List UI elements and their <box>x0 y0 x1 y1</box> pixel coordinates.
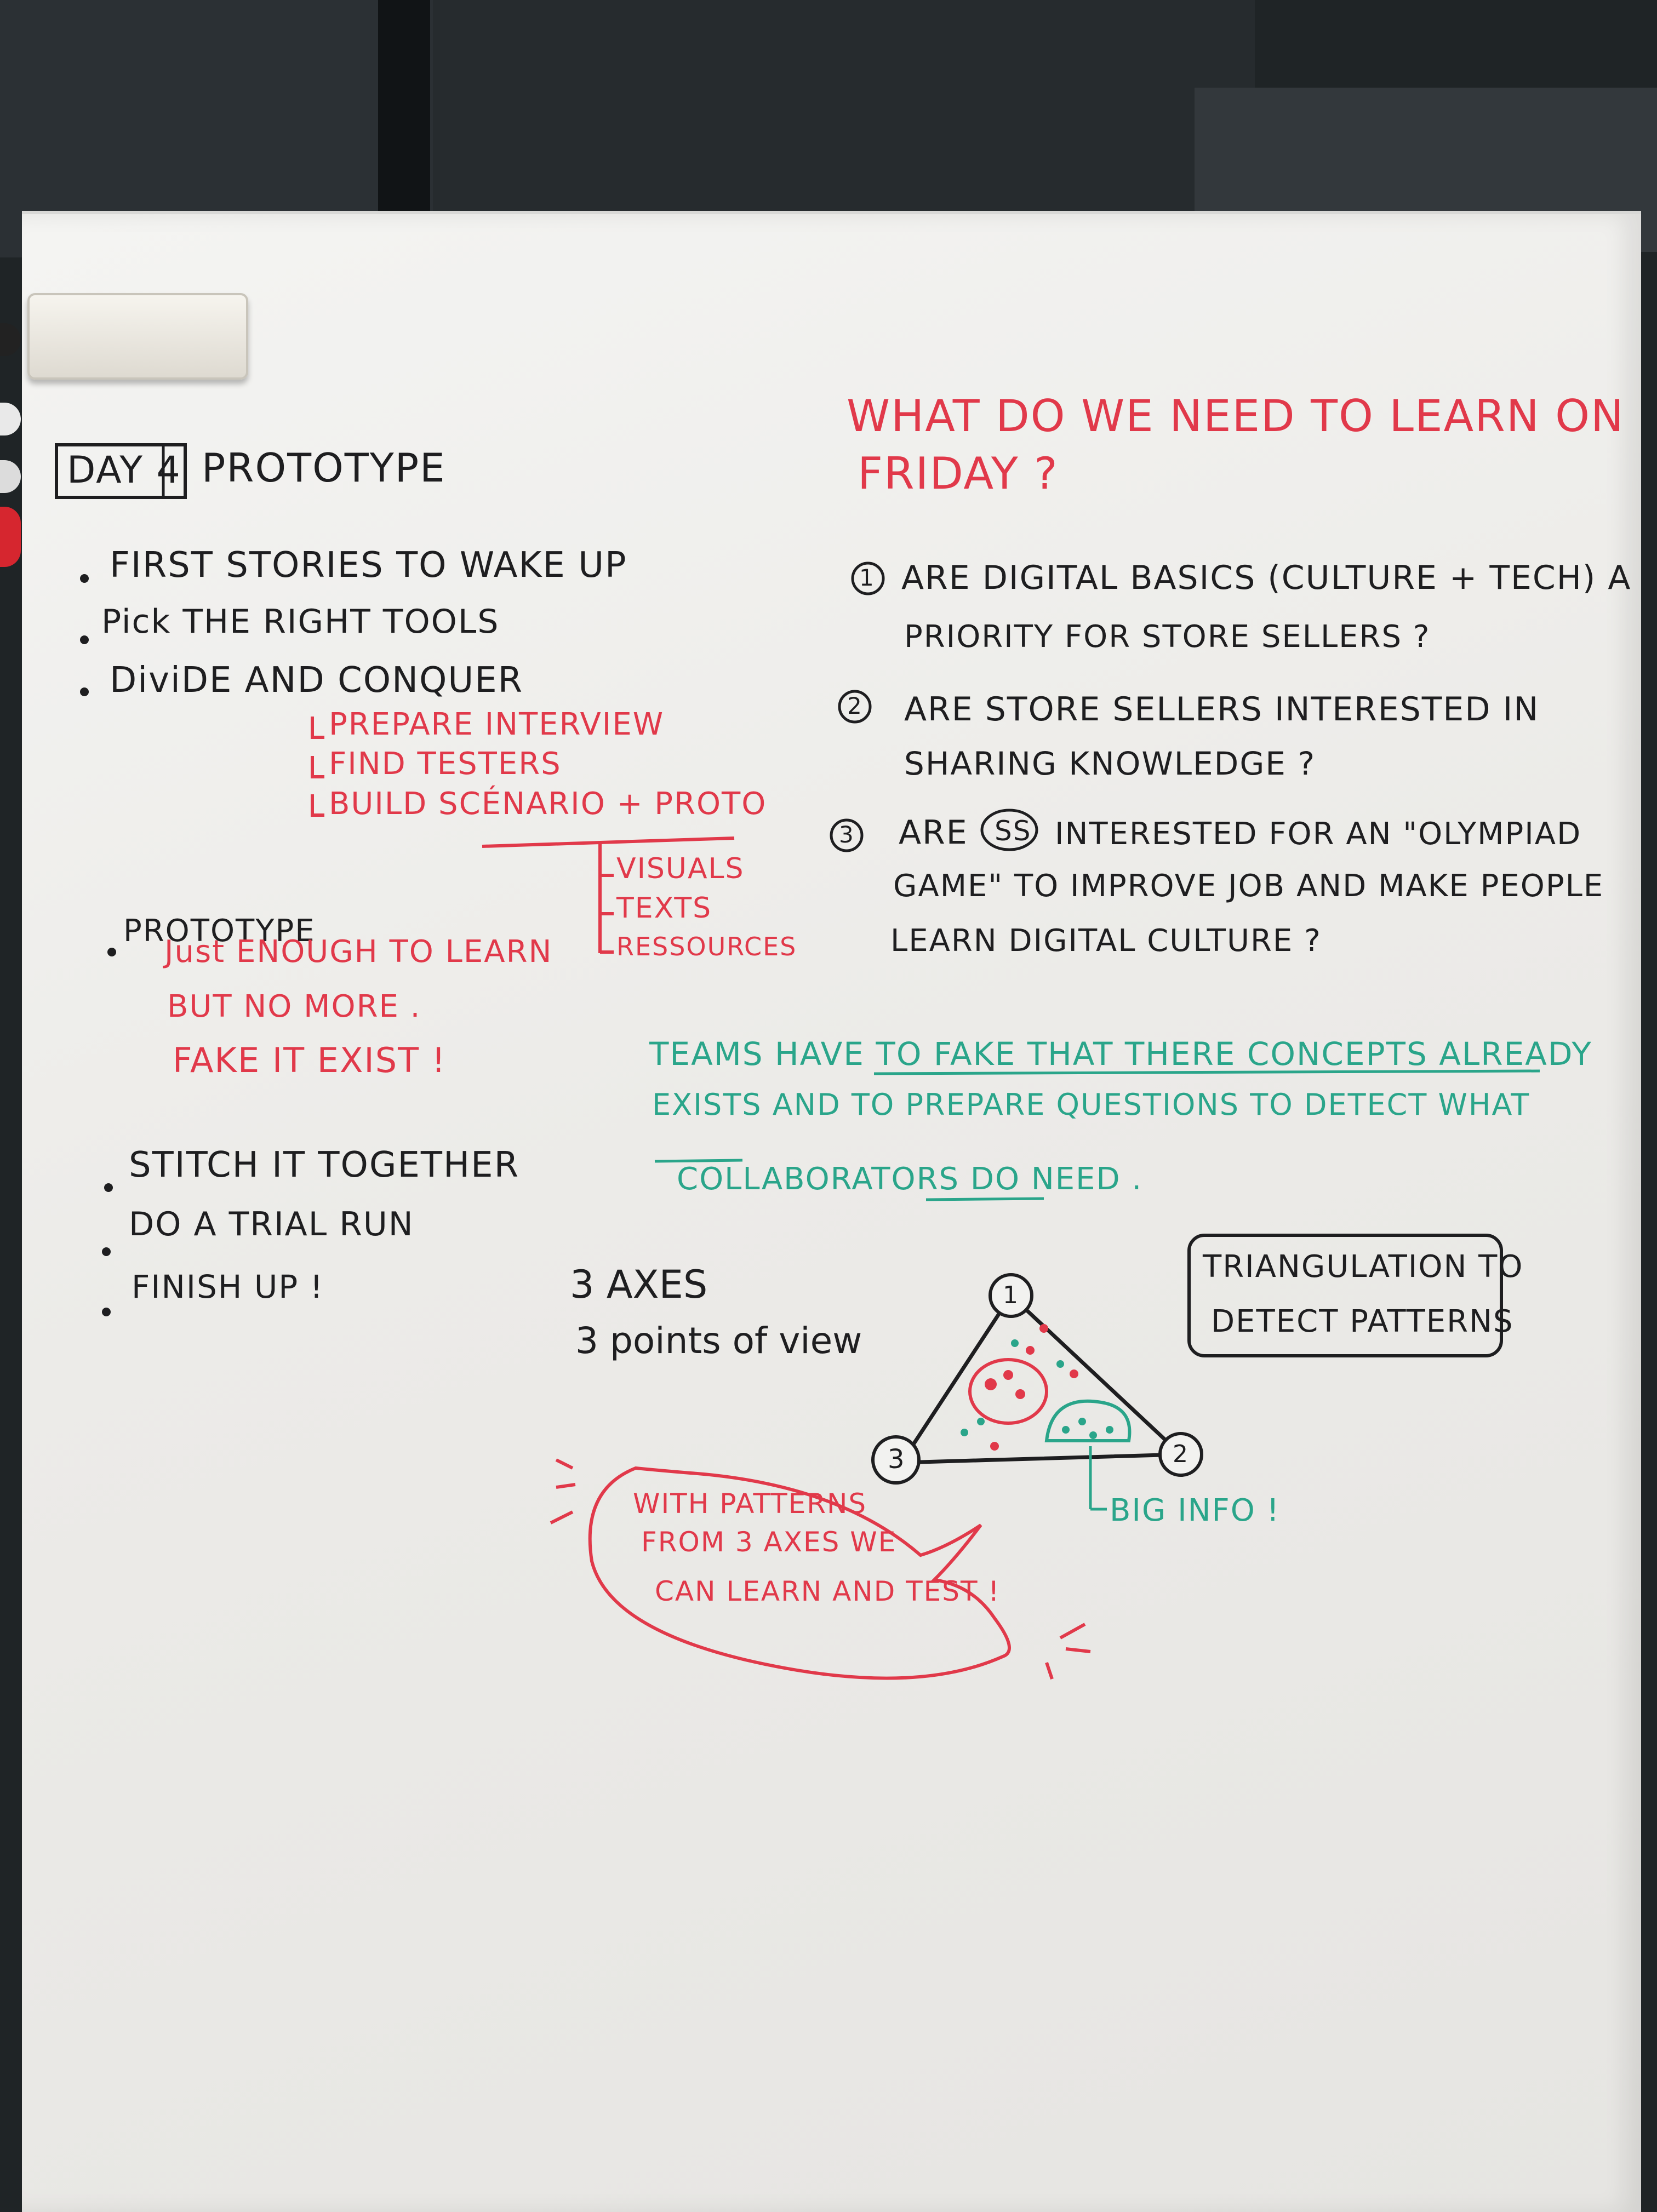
bullet-dot <box>80 574 89 583</box>
question-text: ARE STORE SELLERS INTERESTED IN <box>904 690 1540 729</box>
agenda-item: FIRST STORIES TO WAKE UP <box>110 545 627 586</box>
question-text: INTERESTED FOR AN "OLYMPIAD <box>1055 816 1582 852</box>
question-text: ARE <box>899 813 968 852</box>
magnet-red <box>0 507 21 567</box>
question-text: LEARN DIGITAL CULTURE ? <box>890 923 1322 959</box>
sub-item: PREPARE INTERVIEW <box>329 707 665 742</box>
whiteboard-eraser <box>27 293 248 380</box>
bubble-text: CAN LEARN AND TEST ! <box>655 1575 1001 1607</box>
question-number: 2 <box>847 692 863 719</box>
teams-note: TEAMS HAVE TO FAKE THAT THERE CONCEPTS A… <box>649 1035 1592 1073</box>
triangulation-text: DETECT PATTERNS <box>1211 1304 1514 1339</box>
bullet-dot <box>80 687 89 696</box>
question-text: GAME" TO IMPROVE JOB AND MAKE PEOPLE <box>893 868 1604 904</box>
circled-ss: SS <box>995 815 1032 847</box>
agenda-item: FINISH UP ! <box>132 1268 324 1305</box>
agenda-title: PROTOTYPE <box>202 445 446 491</box>
axes-note: 3 AXES <box>570 1262 708 1307</box>
vertex-label: 2 <box>1173 1440 1189 1468</box>
sub-item: BUILD SCÉNARIO + PROTO <box>329 786 767 822</box>
teams-note: EXISTS AND TO PREPARE QUESTIONS TO DETEC… <box>652 1087 1530 1122</box>
questions-header: FRIDAY ? <box>858 448 1059 499</box>
bullet-dot <box>104 1183 113 1192</box>
axes-note: 3 points of view <box>575 1320 862 1362</box>
bullet-dot <box>102 1247 111 1256</box>
question-text: PRIORITY FOR STORE SELLERS ? <box>904 619 1431 655</box>
sub-sub-item: RESSOURCES <box>616 932 797 961</box>
agenda-item: DO A TRIAL RUN <box>129 1205 414 1243</box>
sub-item: FIND TESTERS <box>329 746 562 782</box>
sub-sub-item: VISUALS <box>616 852 745 885</box>
day-label: DAY 4 <box>67 449 181 492</box>
prototype-line: Just ENOUGH TO LEARN <box>164 934 553 970</box>
vertex-label: 3 <box>888 1444 906 1475</box>
prototype-line: BUT NO MORE . <box>167 989 421 1024</box>
bullet-dot <box>80 635 89 644</box>
agenda-item: STITCH IT TOGETHER <box>129 1145 520 1185</box>
triangulation-text: TRIANGULATION TO <box>1203 1249 1524 1285</box>
wall-background-middle <box>433 0 1255 230</box>
agenda-item: DiviDE AND CONQUER <box>110 660 524 701</box>
question-text: ARE DIGITAL BASICS (CULTURE + TECH) A <box>901 559 1632 597</box>
bubble-text: FROM 3 AXES WE <box>641 1526 897 1558</box>
big-info-label: BIG INFO ! <box>1110 1493 1281 1528</box>
bubble-text: WITH PATTERNS <box>633 1488 867 1520</box>
teams-note: COLLABORATORS DO NEED . <box>677 1161 1143 1197</box>
agenda-item: Pick THE RIGHT TOOLS <box>101 603 500 641</box>
questions-header: WHAT DO WE NEED TO LEARN ON <box>847 391 1625 442</box>
prototype-label: PROTOTYPE <box>123 913 316 949</box>
bullet-dot <box>102 1308 111 1316</box>
vertex-label: 1 <box>1003 1281 1019 1309</box>
sub-sub-item: TEXTS <box>616 892 712 925</box>
question-text: SHARING KNOWLEDGE ? <box>904 745 1316 782</box>
prototype-line: FAKE IT EXIST ! <box>173 1040 447 1080</box>
question-number: 3 <box>839 821 855 848</box>
bullet-dot <box>107 948 116 956</box>
whiteboard <box>22 211 1641 2212</box>
question-number: 1 <box>859 564 875 591</box>
